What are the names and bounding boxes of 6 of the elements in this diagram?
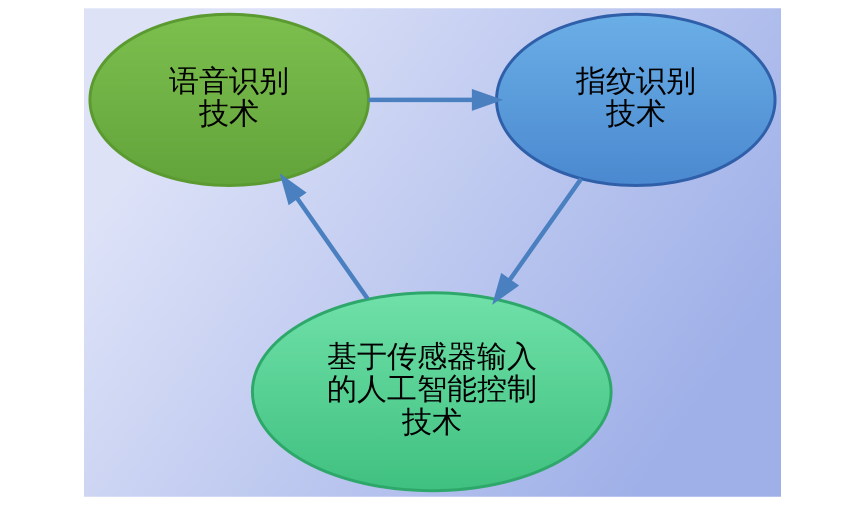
arrow <box>368 88 504 111</box>
arrow <box>280 173 370 300</box>
node-ellipse: 语音识别技术 <box>88 12 370 188</box>
node-ellipse: 基于传感器输入的人工智能控制技术 <box>250 291 613 492</box>
node-ellipse: 指纹识别技术 <box>495 12 777 188</box>
arrow <box>492 178 583 305</box>
